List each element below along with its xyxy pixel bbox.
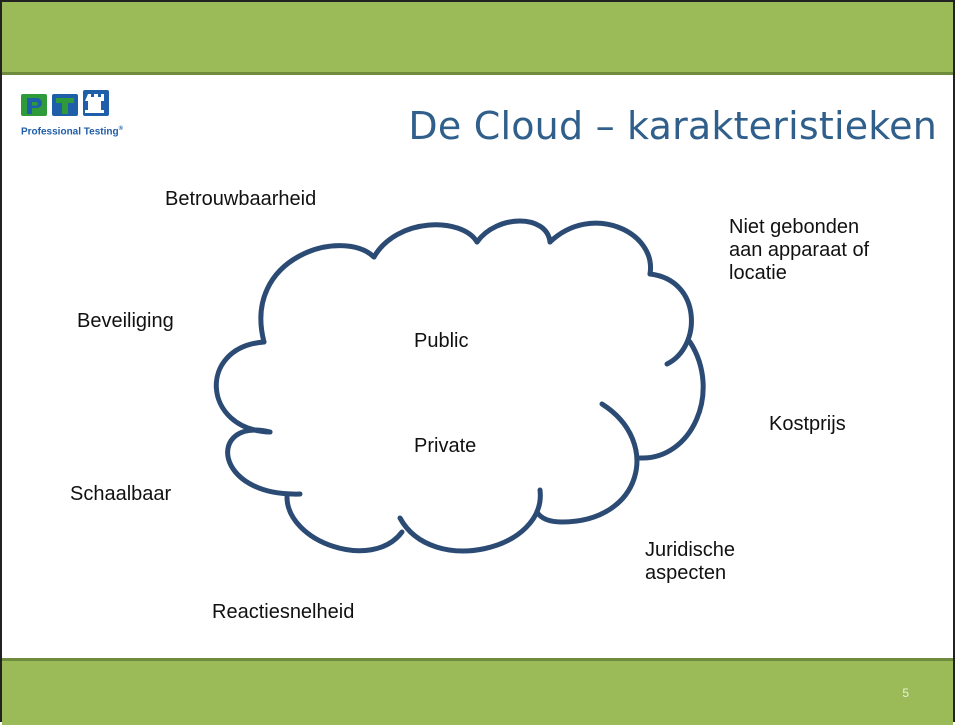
pt-logo: Professional Testing® [19,88,144,138]
location-label: Niet gebonden aan apparaat of locatie [729,216,869,285]
responsiveness-label: Reactiesnelheid [212,601,355,623]
page-number: 5 [902,686,909,700]
pt-logo-icon [21,90,109,116]
scalable-label: Schaalbaar [70,483,172,505]
legal-label-line2: aspecten [645,562,727,584]
location-label-line2: aan apparaat of [729,239,870,261]
cloud-shape [213,218,706,554]
slide-title: De Cloud – karakteristieken [408,104,937,148]
public-label: Public [414,330,469,352]
private-label: Private [414,435,477,457]
reliability-label: Betrouwbaarheid [165,188,317,210]
legal-label-line1: Juridische [645,539,736,561]
footer-band [2,658,953,725]
logo-text: Professional Testing® [21,126,124,138]
location-label-line3: locatie [729,262,787,284]
header-band [2,2,953,75]
security-label: Beveiliging [77,310,174,332]
legal-label: Juridische aspecten [645,539,735,585]
cost-label: Kostprijs [769,413,846,435]
location-label-line1: Niet gebonden [729,216,860,238]
